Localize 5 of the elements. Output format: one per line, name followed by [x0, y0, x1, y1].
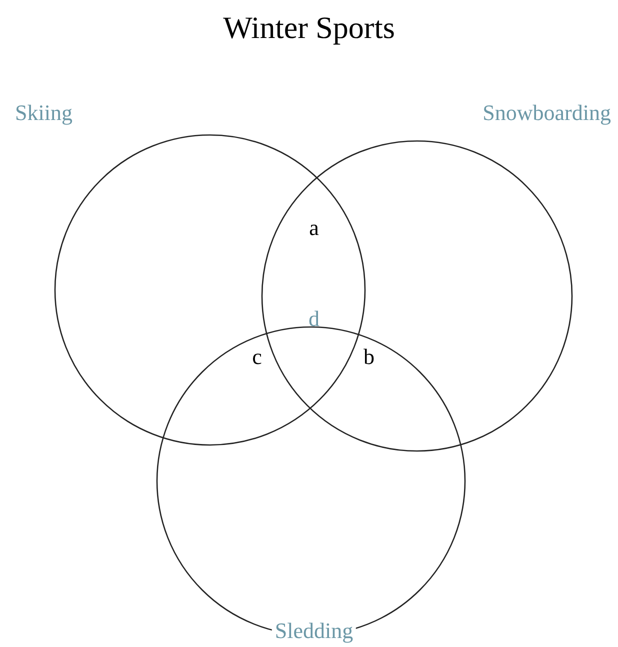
region-letter: d	[308, 306, 320, 332]
diagram-title: Winter Sports	[223, 10, 395, 45]
region-letter: c	[252, 344, 262, 370]
region-letter: a	[309, 215, 319, 241]
region-letter: b	[364, 344, 374, 370]
